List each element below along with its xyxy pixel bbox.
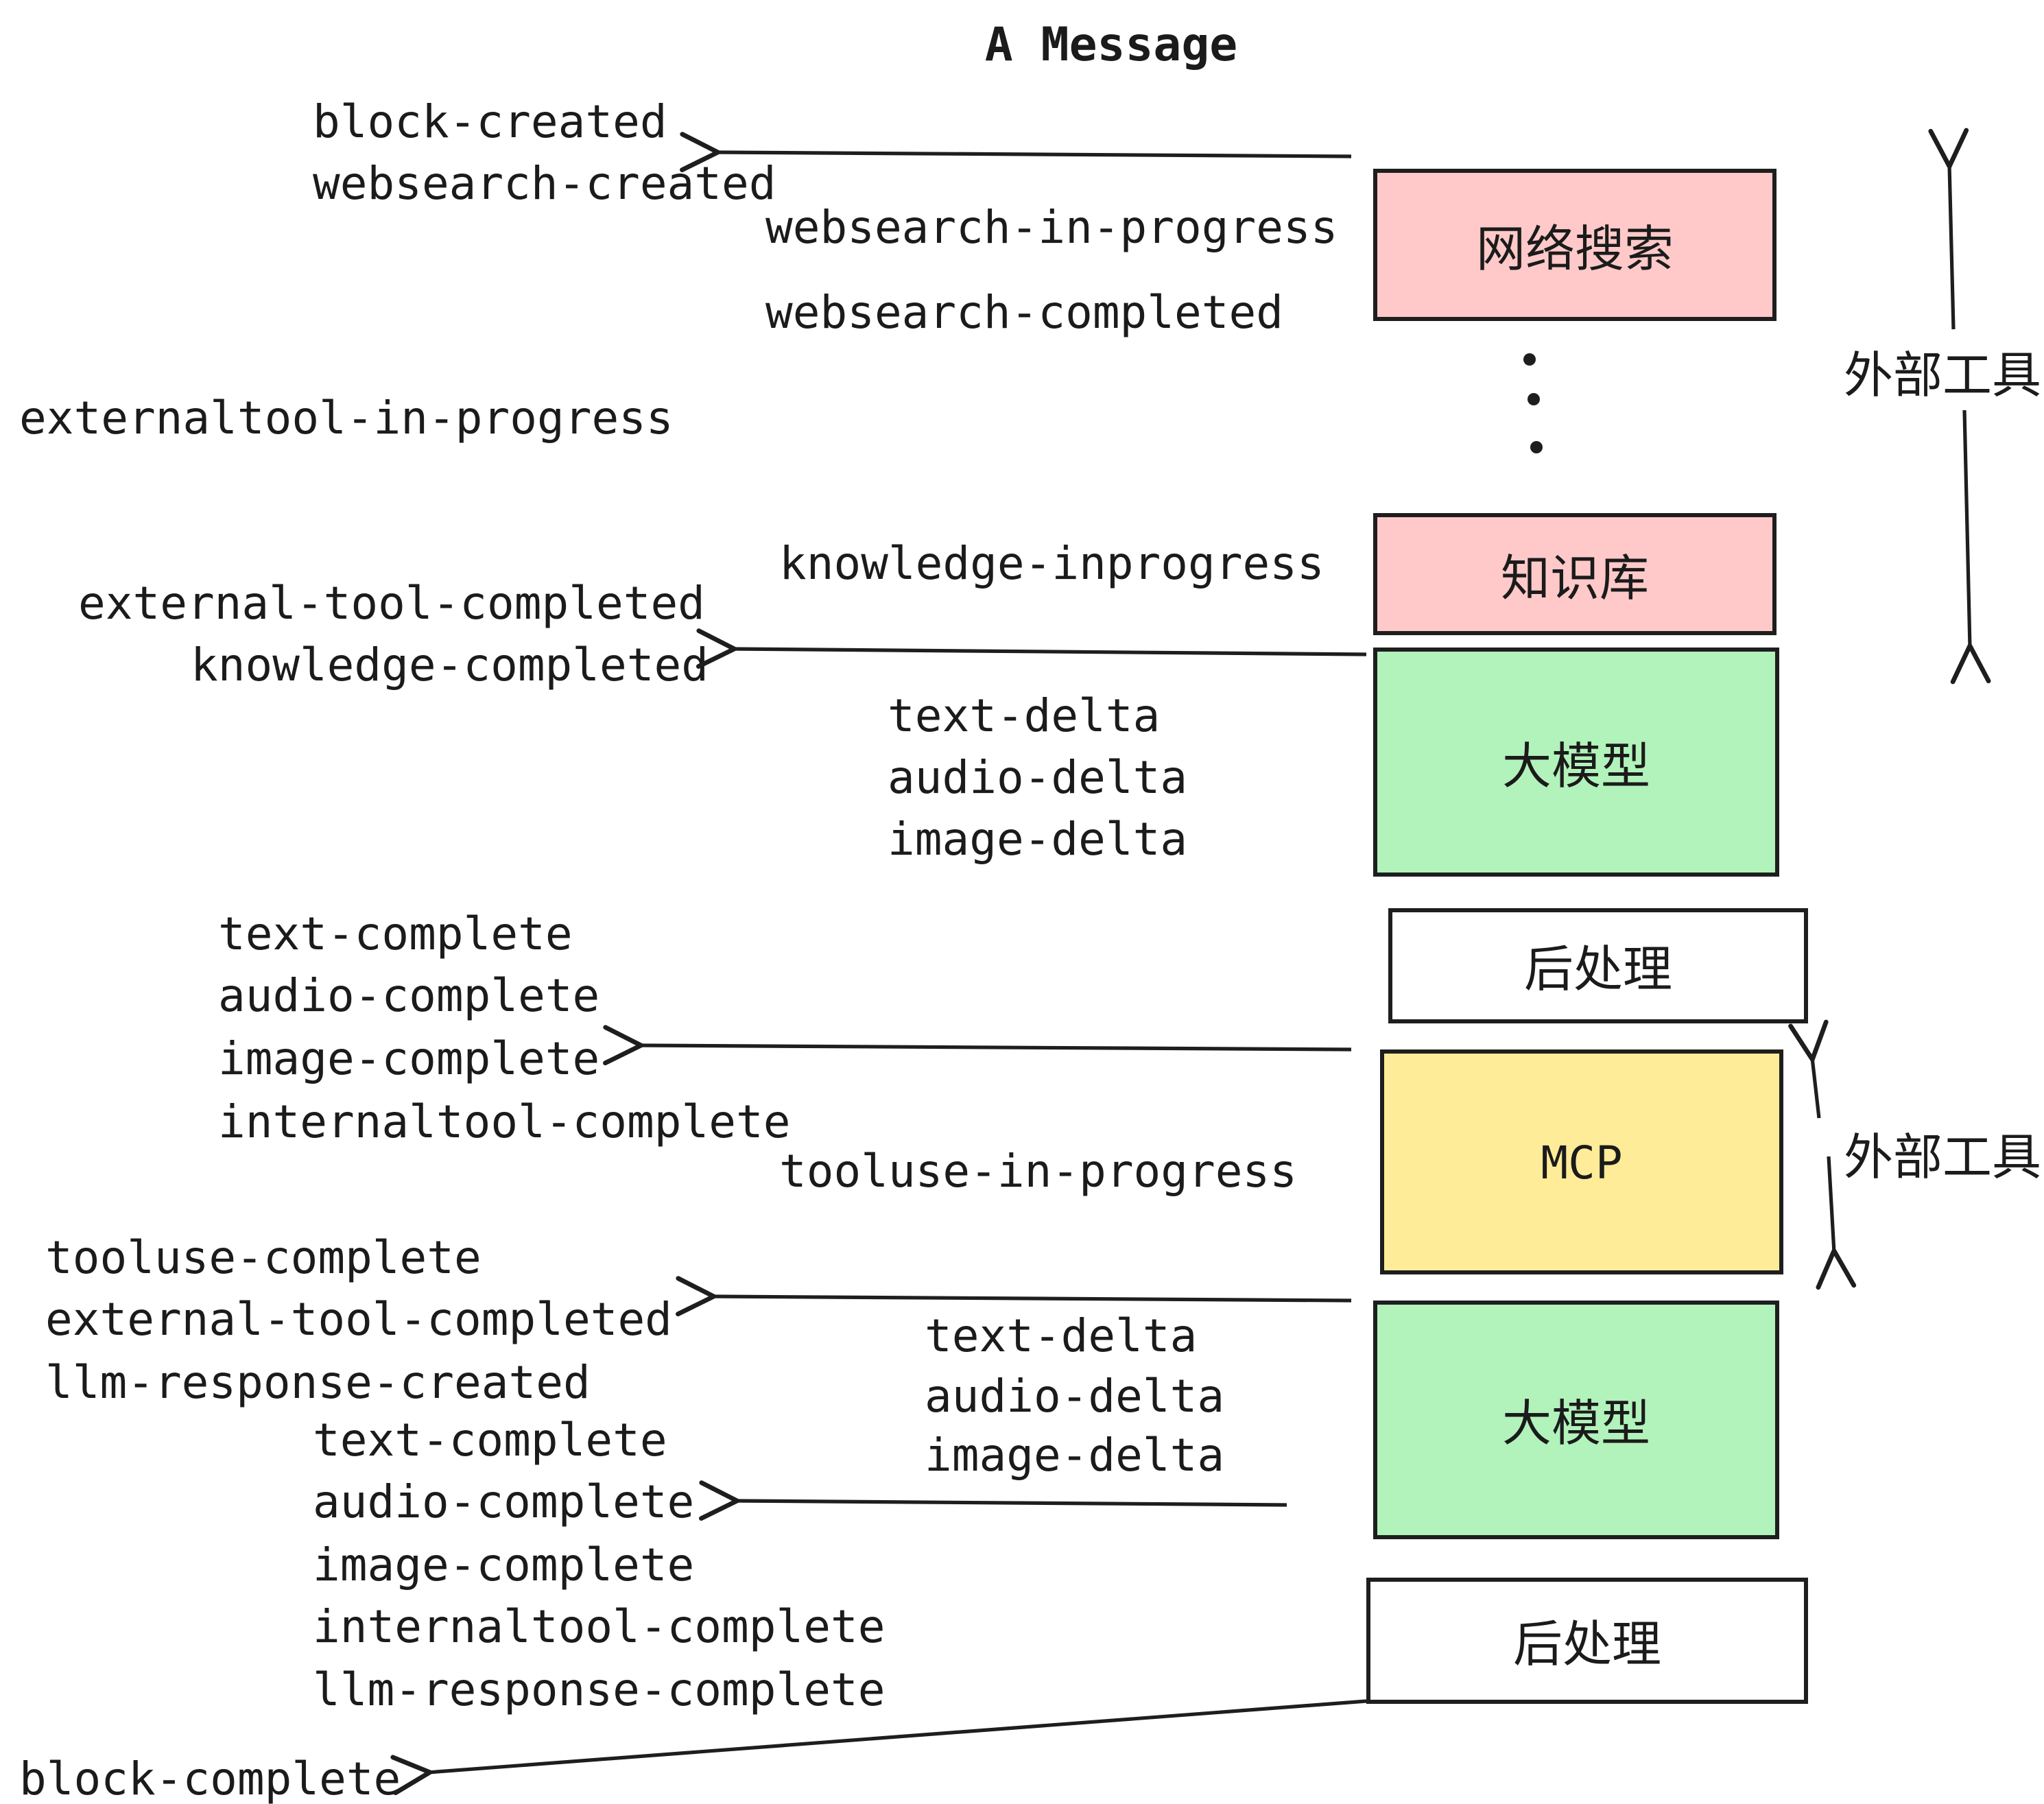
box-knowledge: 知识库 <box>1373 513 1776 635</box>
box-mcp: MCP <box>1380 1049 1783 1274</box>
event-label-text-delta-1: text-delta <box>888 689 1161 742</box>
box-mcp-label: MCP <box>1541 1135 1623 1189</box>
event-label-audio-complete-1: audio-complete <box>218 969 600 1022</box>
arrow-to-audio-complete <box>699 1480 1287 1521</box>
event-label-tooluse-complete: tooluse-complete <box>45 1231 482 1284</box>
box-postprocess-1-label: 后处理 <box>1523 942 1672 999</box>
event-label-text-delta-2: text-delta <box>925 1309 1198 1362</box>
box-websearch: 网络搜索 <box>1373 169 1776 321</box>
box-llm-2-label: 大模型 <box>1501 1397 1650 1453</box>
arrow-mcp-external-up <box>1788 1019 1829 1119</box>
event-label-internaltool-complete-2: internaltool-complete <box>313 1600 886 1653</box>
event-label-llm-response-created: llm-response-created <box>45 1355 591 1409</box>
event-label-websearch-created: websearch-created <box>313 156 776 210</box>
event-label-knowledge-inprogress: knowledge-inprogress <box>779 536 1324 590</box>
event-label-text-complete-2: text-complete <box>313 1413 667 1467</box>
event-label-knowledge-completed: knowledge-completed <box>191 638 709 691</box>
event-label-audio-delta-2: audio-delta <box>925 1369 1225 1423</box>
event-label-audio-delta-1: audio-delta <box>888 750 1188 804</box>
arrow-to-image-complete <box>603 1025 1352 1066</box>
arrow-to-websearch-created <box>680 132 1352 173</box>
box-llm-1-label: 大模型 <box>1501 739 1650 795</box>
ellipsis-dot-2 <box>1528 393 1540 405</box>
arrow-external-tools-up <box>1928 128 1969 330</box>
event-label-image-complete-2: image-complete <box>313 1538 695 1591</box>
event-label-externaltool-in-progress: externaltool-in-progress <box>19 391 674 444</box>
event-label-internaltool-complete-1: internaltool-complete <box>218 1095 791 1148</box>
arrow-external-tools-down <box>1950 410 1991 685</box>
side-label-external-tools-mid: 外部工具 <box>1844 1130 2042 1187</box>
event-label-external-tool-completed-2: external-tool-completed <box>45 1292 672 1346</box>
event-label-external-tool-completed-1: external-tool-completed <box>78 576 705 630</box>
event-label-text-complete-1: text-complete <box>218 907 573 960</box>
event-label-image-delta-2: image-delta <box>925 1428 1225 1482</box>
event-label-llm-response-complete: llm-response-complete <box>313 1663 886 1716</box>
box-postprocess-2-label: 后处理 <box>1512 1617 1661 1674</box>
arrow-to-knowledge-completed <box>696 628 1367 669</box>
event-label-block-complete: block-complete <box>19 1752 401 1804</box>
side-label-external-tools-top: 外部工具 <box>1844 348 2042 405</box>
event-label-image-complete-1: image-complete <box>218 1032 600 1085</box>
event-label-audio-complete-2: audio-complete <box>313 1475 695 1528</box>
box-postprocess-2: 后处理 <box>1366 1578 1808 1704</box>
event-label-block-created: block-created <box>313 95 667 148</box>
ellipsis-dots <box>1523 353 1543 453</box>
diagram-title: A Message <box>984 18 1238 73</box>
arrow-to-tooluse-complete <box>676 1276 1352 1317</box>
box-knowledge-label: 知识库 <box>1500 551 1649 607</box>
event-label-image-delta-1: image-delta <box>888 812 1188 866</box>
event-label-tooluse-in-progress: tooluse-in-progress <box>779 1144 1297 1198</box>
box-websearch-label: 网络搜索 <box>1475 222 1674 278</box>
box-postprocess-1: 后处理 <box>1388 908 1808 1023</box>
ellipsis-dot-3 <box>1530 441 1543 453</box>
event-label-websearch-completed: websearch-completed <box>765 285 1283 339</box>
box-llm-1: 大模型 <box>1373 648 1779 877</box>
arrow-mcp-external-down <box>1816 1156 1857 1290</box>
ellipsis-dot-1 <box>1523 353 1536 366</box>
box-llm-2: 大模型 <box>1373 1301 1779 1539</box>
event-label-websearch-in-progress: websearch-in-progress <box>765 200 1338 254</box>
